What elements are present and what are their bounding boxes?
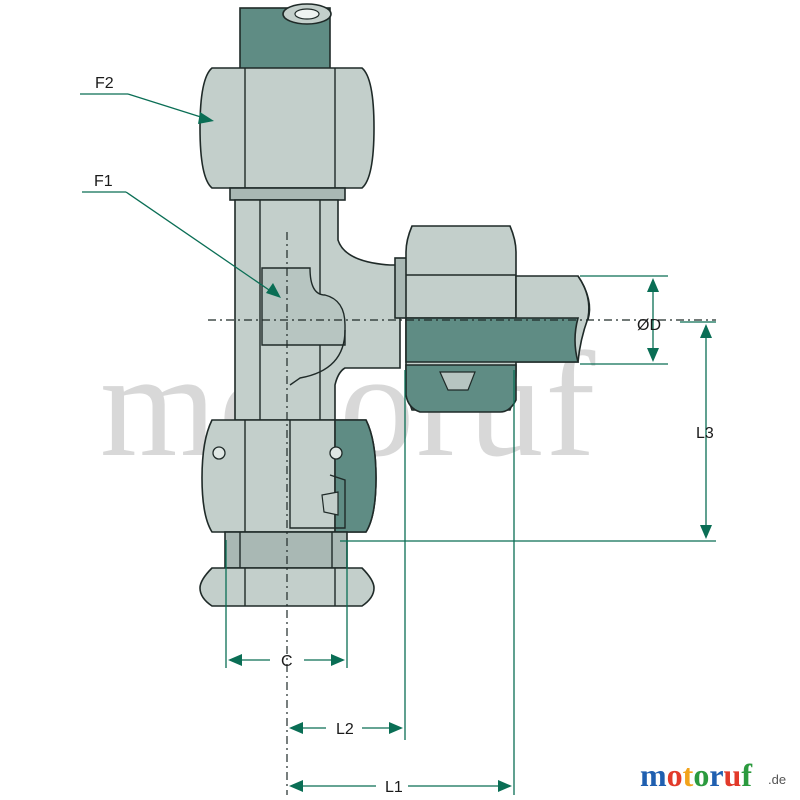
l2-dimension — [289, 370, 406, 740]
svg-text:motoruf: motoruf — [640, 757, 752, 793]
l1-dimension — [289, 370, 515, 795]
diameter-label: ØD — [637, 317, 661, 334]
l3-dimension — [340, 321, 716, 542]
logo-suffix: .de — [768, 772, 786, 787]
logo-letter: m — [640, 757, 667, 793]
top-hex-nut — [199, 67, 375, 201]
f2-leader — [80, 93, 214, 124]
f1-leader — [82, 191, 281, 298]
l1-label: L1 — [385, 779, 403, 796]
f1-label: F1 — [94, 173, 113, 190]
logo-letter: f — [741, 757, 752, 793]
c-label: C — [281, 653, 293, 670]
diameter-dimension — [580, 275, 668, 365]
logo-letter: o — [693, 757, 709, 793]
top-tube — [239, 3, 332, 73]
c-dimension — [225, 540, 348, 668]
logo-letter: t — [683, 757, 694, 793]
side-tube — [405, 275, 591, 363]
logo-letter: r — [709, 757, 723, 793]
l2-label: L2 — [336, 721, 354, 738]
lower-swivel-nut — [201, 419, 377, 533]
logo-letter: u — [724, 757, 742, 793]
f2-label: F2 — [95, 75, 114, 92]
brand-logo: motoruf .de — [640, 757, 786, 793]
tee-body — [234, 199, 408, 421]
l3-label: L3 — [696, 425, 714, 442]
logo-letter: o — [667, 757, 683, 793]
